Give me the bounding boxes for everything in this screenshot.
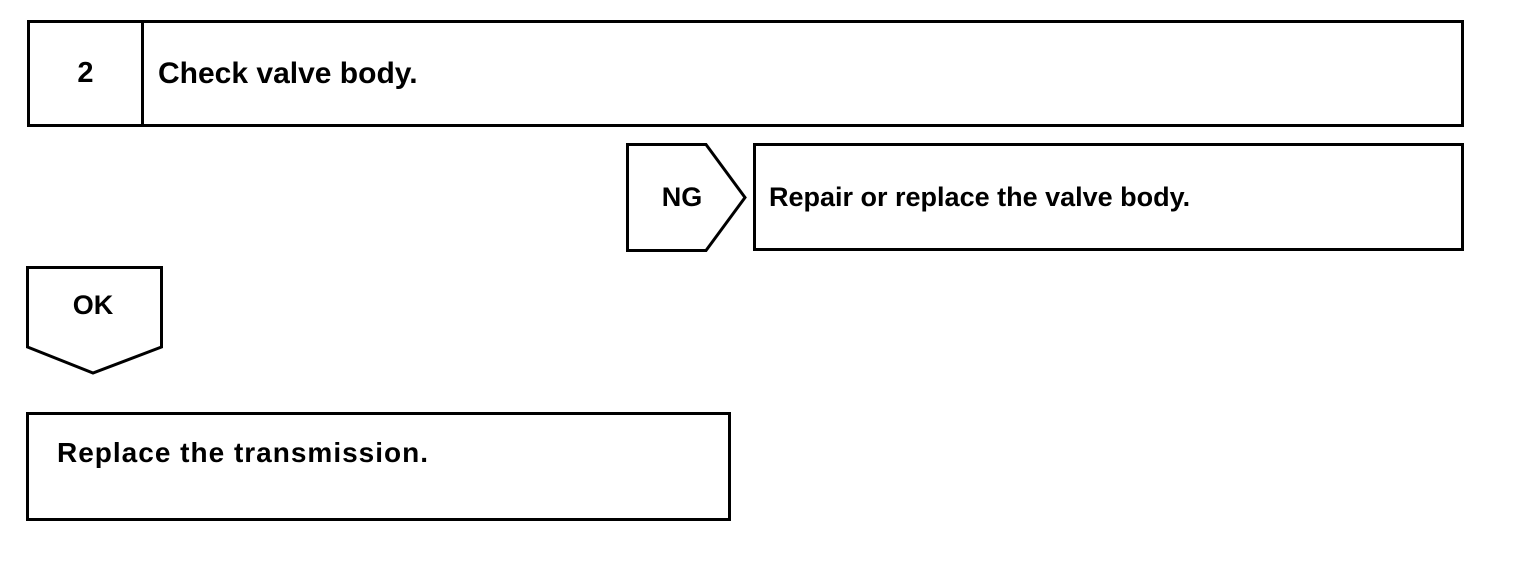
- step-header-box: 2 Check valve body.: [27, 20, 1464, 127]
- ng-action-box: Repair or replace the valve body.: [753, 143, 1464, 251]
- ok-action-text: Replace the transmission.: [57, 437, 430, 468]
- ng-action-text: Repair or replace the valve body.: [769, 181, 1191, 212]
- step-number: 2: [30, 23, 144, 124]
- ok-arrow-shape: [26, 266, 163, 375]
- step-title: Check valve body.: [158, 56, 418, 90]
- ng-label: NG: [661, 182, 703, 212]
- ng-arrow-shape: [626, 143, 747, 252]
- ng-branch-tag: NG: [626, 143, 748, 252]
- ok-action-box: Replace the transmission.: [26, 412, 731, 521]
- ok-branch-tag: OK: [26, 266, 164, 376]
- ok-label: OK: [72, 290, 114, 320]
